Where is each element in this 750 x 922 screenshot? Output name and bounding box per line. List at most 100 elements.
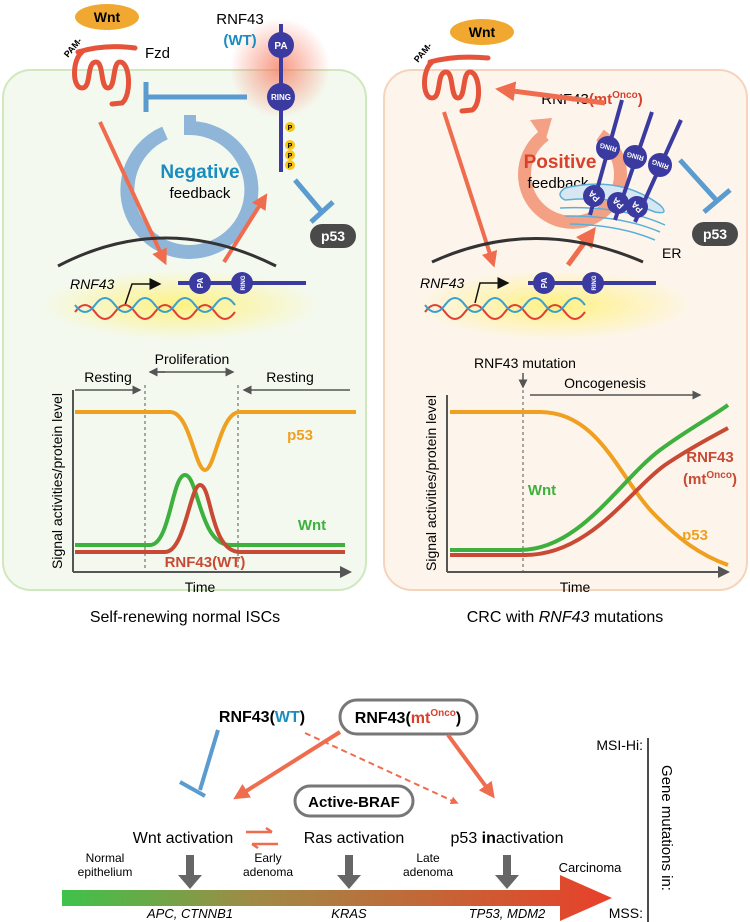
proliferation-label: Proliferation: [155, 351, 230, 367]
x-axis-label: Time: [185, 579, 216, 595]
rnf43-wt-node: RNF43(WT): [219, 709, 305, 726]
p53-inactivation-arrow: [446, 733, 495, 799]
active-braf-label: Active-BRAF: [308, 794, 400, 811]
phospho-label: P: [288, 143, 293, 150]
p53-label: p53: [321, 228, 345, 244]
fzd-stabilization-arrow: [495, 81, 606, 106]
wnt-activation-label: Wnt activation: [133, 830, 233, 847]
wnt-curve: [450, 403, 730, 552]
ras-activation-label: Ras activation: [304, 830, 405, 847]
stage-label: adenoma: [403, 865, 453, 879]
stage-label: Normal: [86, 851, 125, 865]
oncogenesis-label: Oncogenesis: [564, 375, 646, 391]
p53-label: p53: [703, 226, 727, 242]
stage-label: Early: [254, 851, 281, 865]
p53-curve: [450, 410, 729, 567]
nuclear-membrane: [431, 237, 644, 264]
phospho-label: P: [288, 125, 293, 132]
normal-signal-plot: Signal activities/protein level Time Res…: [49, 351, 356, 595]
negative-feedback-loop: [120, 121, 259, 259]
dna-strand: [74, 297, 236, 313]
stage-label: adenoma: [243, 865, 293, 879]
ring-domain: [267, 83, 295, 111]
phospho-label: P: [288, 153, 293, 160]
wnt-ligand: [75, 4, 139, 30]
rnf43-mutant-proteins: RING RING RING PA PA PA: [583, 99, 683, 223]
wnt-signal-arrow: [98, 121, 167, 266]
positive-label: Positive: [524, 152, 597, 173]
resting-label: Resting: [84, 369, 131, 385]
dna-strand: [74, 304, 236, 320]
crc-caption: CRC with RNF43 mutations: [467, 609, 664, 626]
resting-label: Resting: [266, 369, 313, 385]
rnf43-wt-label: RNF43: [216, 11, 264, 28]
crc-signal-plot: Signal activities/protein level Time RNF…: [423, 355, 737, 595]
normal-caption: Self-renewing normal ISCs: [90, 609, 280, 626]
ring-label: RING: [271, 93, 291, 102]
down-arrow: [495, 855, 519, 889]
p53-inhibition: [678, 158, 732, 214]
rnf43-curve: [75, 482, 345, 554]
stage-label: epithelium: [78, 865, 133, 879]
feedback-label: feedback: [170, 185, 231, 202]
rnf43-curve: [450, 426, 729, 557]
y-axis-label: Signal activities/protein level: [423, 395, 439, 571]
ring-label: RING: [625, 150, 644, 161]
y-axis-label: Signal activities/protein level: [49, 393, 65, 569]
wnt-label: Wnt: [469, 24, 496, 40]
rnf43-series-label: RNF43: [686, 449, 734, 466]
progression-arrow: [62, 875, 612, 921]
mutated-gene-label: TP53, MDM2: [469, 906, 546, 921]
gene-mutations-label: Gene mutations in:: [658, 765, 675, 891]
fzd-receptor: [422, 54, 491, 114]
p53-badge: [310, 224, 356, 248]
mt-series-label: (mtOnco): [683, 470, 737, 488]
dna-strand: [424, 304, 586, 320]
mss-label: MSS:: [609, 905, 643, 921]
fzd-receptor: [72, 44, 138, 107]
rnf43-series-label: RNF43(WT): [165, 554, 246, 571]
mutated-gene-label: KRAS: [331, 906, 367, 921]
wnt-signal-arrow: [442, 111, 498, 268]
mutated-gene-label: APC, CTNNB1: [146, 906, 233, 921]
mutation-event-label: RNF43 mutation: [474, 355, 576, 371]
p53-inactivation-label: p53 inactivation: [451, 830, 564, 847]
pa-label: PA: [196, 278, 205, 289]
er-label: ER: [662, 245, 681, 261]
fzd-inhibition: [143, 82, 247, 112]
down-arrow: [337, 855, 361, 889]
phospho-label: P: [288, 163, 293, 170]
p53-curve: [75, 410, 356, 473]
wnt-inhibition: [179, 729, 220, 798]
promoter-arrow: [474, 277, 510, 304]
phosphorylation-sites: P P P P: [285, 122, 295, 170]
positive-feedback-loop: [518, 129, 627, 229]
rnf43-expression-arrow: [565, 226, 596, 267]
nuclear-membrane: [57, 236, 277, 268]
msi-hi-label: MSI-Hi:: [596, 737, 643, 753]
pa-label: PA: [274, 41, 287, 52]
ring-label: RING: [241, 275, 247, 290]
crc-progression: RNF43(WT) RNF43(mtOnco) Active-BRAF Wnt …: [62, 698, 612, 921]
negative-label: Negative: [160, 162, 239, 183]
normal-isc-panel: Wnt PAM- Fzd RNF43 (WT) PA RING P P P P …: [2, 4, 367, 626]
rnf43-gene-label: RNF43: [70, 276, 115, 292]
wnt-curve: [75, 472, 345, 547]
p53-inhibition: [293, 178, 335, 224]
pa-domain: [268, 32, 294, 58]
active-braf-node: [293, 784, 415, 818]
p53-badge: [692, 222, 738, 246]
fzd-label: Fzd: [145, 45, 170, 62]
wt-label: (WT): [223, 32, 256, 49]
rnf43-expression-arrow: [222, 193, 268, 264]
ring-label: RING: [592, 275, 598, 290]
wnt-series-label: Wnt: [298, 517, 326, 534]
down-arrow: [178, 855, 202, 889]
wnt-label: Wnt: [94, 9, 121, 25]
crosstalk-arrows: [246, 826, 278, 850]
promoter-arrow: [124, 278, 162, 306]
stage-label: Late: [416, 851, 440, 865]
ring-label: RING: [598, 141, 617, 152]
rnf43-mt-label: RNF43(mtOnco): [355, 708, 461, 727]
